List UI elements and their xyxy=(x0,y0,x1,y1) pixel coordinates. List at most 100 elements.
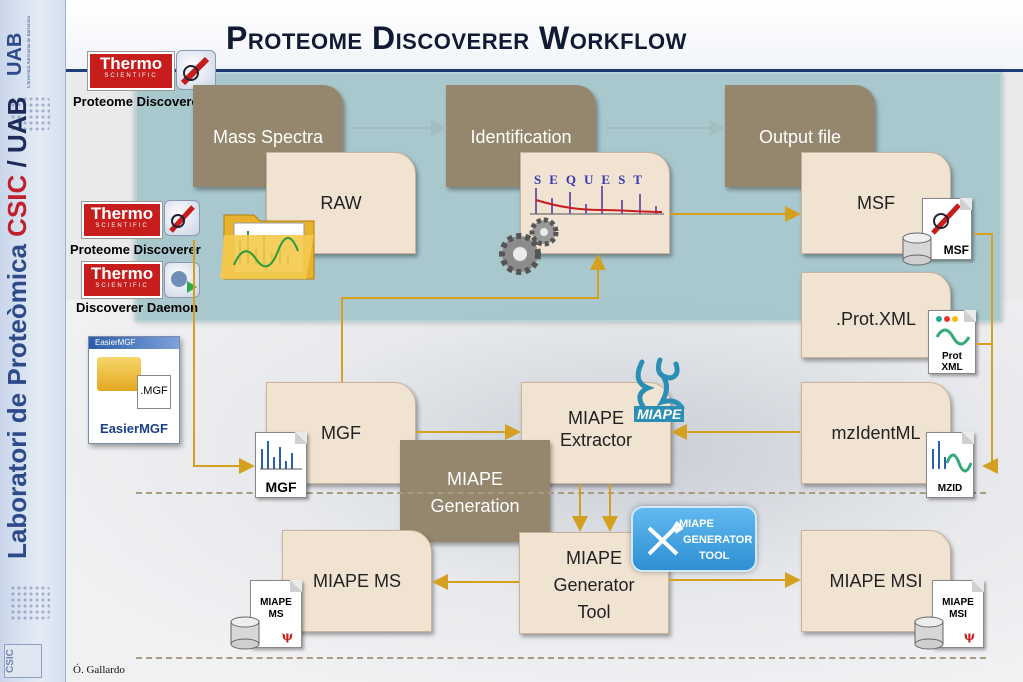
miape-generation-label: MIAPE Generation xyxy=(400,466,550,520)
lab-name-csic: CSIC xyxy=(2,174,32,237)
box-raw-label: RAW xyxy=(320,193,362,213)
box-msf-label: MSF xyxy=(857,193,895,213)
thermo-sub: SCIENTIFIC xyxy=(95,283,149,289)
miape-swirl-glyph xyxy=(635,357,685,411)
wrench-screwdriver-icon xyxy=(647,520,683,556)
title-bar: Proteome Discoverer Workflow xyxy=(66,0,1023,72)
mgt-line1: MIAPE xyxy=(679,518,714,530)
daemon-app-icon xyxy=(164,262,200,298)
pd-app-glyph xyxy=(180,56,210,86)
mgt-line3: TOOL xyxy=(699,550,730,562)
box-miape-generation: MIAPE Generation xyxy=(400,440,550,542)
page-title: Proteome Discoverer Workflow xyxy=(226,20,687,56)
mzid-file-icon: MZID xyxy=(926,432,974,498)
protein-sketch-image xyxy=(10,585,50,621)
miape-logo: MIAPE xyxy=(630,356,694,426)
separator-bottom xyxy=(136,657,986,659)
miape-generator-label-2: Generator xyxy=(553,575,635,595)
pd-app-icon xyxy=(164,200,200,236)
sequest-icon: SEQUEST xyxy=(522,170,668,230)
miape-generation-label-2: Generation xyxy=(430,496,520,516)
box-miape-ms-label: MIAPE MS xyxy=(312,571,401,591)
database-glyph xyxy=(914,616,944,650)
mgf-badge: MGF xyxy=(265,479,297,495)
box-mgf-label: MGF xyxy=(321,423,361,443)
pd-label: Proteome Discoverer xyxy=(70,242,201,257)
lab-name-sep: / xyxy=(2,153,32,175)
easiermgf-titlebar: EasierMGF xyxy=(89,337,179,349)
box-miape-msi-label: MIAPE MSI xyxy=(829,571,923,591)
miape-generator-label-1: MIAPE xyxy=(565,548,622,568)
csic-logo: CSIC xyxy=(4,644,42,678)
spectrum-glyph xyxy=(530,186,664,215)
database-icon xyxy=(230,616,260,650)
protein-structure-image xyxy=(10,96,50,132)
box-mzidentml-label: mzIdentML xyxy=(831,423,921,443)
pd-label-top: Proteome Discoverer xyxy=(73,94,204,109)
uab-subtitle: Universitat Autònoma de Barcelona xyxy=(27,16,32,88)
database-icon xyxy=(914,616,944,650)
miape-msi-badge-2: MSI xyxy=(949,609,967,620)
thermo-sub: SCIENTIFIC xyxy=(95,223,149,229)
protxml-badge-2: XML xyxy=(941,362,963,373)
thermo-brand: Thermo xyxy=(90,204,154,223)
miape-generation-label-1: MIAPE xyxy=(446,469,503,489)
easiermgf-window: EasierMGF .MGF EasierMGF xyxy=(88,336,180,444)
header-output-file-label: Output file xyxy=(758,127,842,147)
mgt-line2: GENERATOR xyxy=(683,534,753,546)
daemon-label: Discoverer Daemon xyxy=(76,300,199,315)
lab-name-vertical: Laboratori de Proteòmica CSIC / UAB xyxy=(2,97,40,559)
pd-app-glyph xyxy=(169,205,195,233)
box-miape-ms: MIAPE MS xyxy=(282,530,432,632)
mgf-file-icon: .MGF xyxy=(137,375,171,409)
miape-generator-label-3: Tool xyxy=(577,602,611,622)
miape-ms-badge-2: MS xyxy=(268,609,284,620)
miape-extractor-label-1: MIAPE xyxy=(567,408,624,428)
database-glyph xyxy=(230,616,260,650)
mzid-glyph xyxy=(932,441,973,473)
folder-icon xyxy=(97,357,141,391)
raw-folder-icon xyxy=(220,205,318,281)
gears-icon xyxy=(492,212,564,282)
separator-top xyxy=(136,492,986,494)
msf-file-glyph xyxy=(931,203,961,235)
gears-glyph xyxy=(499,217,559,275)
database-icon xyxy=(902,232,932,266)
miape-ms-file-icon: MIAPE MS ψ xyxy=(250,580,302,648)
lab-name-uab: UAB xyxy=(2,96,32,154)
thermo-brand: Thermo xyxy=(90,264,154,283)
miape-generator-tool-logo: MIAPE GENERATOR TOOL xyxy=(631,506,757,572)
folder-chart-glyph xyxy=(220,214,315,280)
thermo-brand: Thermo xyxy=(99,54,163,73)
protxml-file-icon: Prot XML xyxy=(928,310,976,374)
uab-logo: UAB xyxy=(4,32,26,76)
thermo-sub: SCIENTIFIC xyxy=(104,73,158,79)
lab-name-text: Laboratori de Proteòmica xyxy=(2,236,32,559)
miape-logo-text: MIAPE xyxy=(634,406,685,422)
gear-play-glyph xyxy=(171,271,197,293)
protxml-badge-1: Prot xyxy=(942,351,962,362)
psi-icon: ψ xyxy=(281,629,293,643)
left-sidebar-strip: UAB Universitat Autònoma de Barcelona La… xyxy=(0,0,66,682)
pd-app-icon xyxy=(176,50,216,90)
sequest-text: SEQUEST xyxy=(534,172,650,187)
mgf-spectrum-glyph xyxy=(260,441,302,470)
miape-extractor-label-2: Extractor xyxy=(559,430,633,450)
mgf-file-icon: MGF xyxy=(255,432,307,498)
box-miape-msi: MIAPE MSI xyxy=(801,530,951,632)
easiermgf-label: EasierMGF xyxy=(100,421,168,436)
box-prot-xml-label: .Prot.XML xyxy=(835,309,917,329)
protein-glyph xyxy=(935,316,971,346)
footer-author: Ó. Gallardo xyxy=(73,664,125,676)
psi-icon: ψ xyxy=(963,629,975,643)
miape-ms-badge-1: MIAPE xyxy=(260,597,292,608)
header-mass-spectra-label: Mass Spectra xyxy=(212,127,324,147)
miape-msi-badge-1: MIAPE xyxy=(942,597,974,608)
box-prot-xml: .Prot.XML xyxy=(801,272,951,358)
msf-badge: MSF xyxy=(943,243,969,257)
database-glyph xyxy=(902,232,932,266)
mzid-badge: MZID xyxy=(937,483,963,494)
